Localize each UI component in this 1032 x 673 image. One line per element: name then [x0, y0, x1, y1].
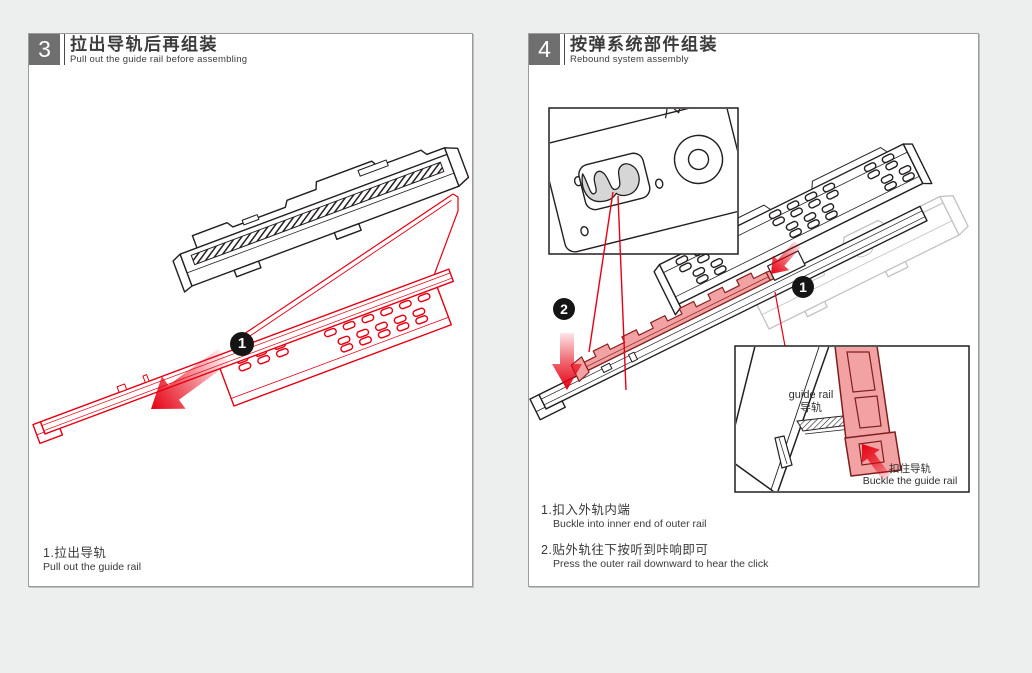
buckle-label-en: Buckle the guide rail — [862, 475, 958, 487]
detail-box-buckle-contents — [736, 347, 902, 491]
guide-rail-label-en: guide rail — [788, 389, 834, 401]
latch-hook-shape — [581, 163, 640, 203]
callout-2-badge: 2 — [553, 298, 575, 320]
note-1: 1.拉出导轨 Pull out the guide rail — [43, 546, 141, 574]
pointer-lines-hook — [588, 191, 627, 391]
buckle-label-zh: 扣住导轨 — [889, 463, 931, 475]
guide-rail-label: guide rail 导轨 — [776, 389, 846, 415]
guide-rail-label-zh: 导轨 — [800, 402, 822, 414]
note-2-zh: 2.贴外轨往下按听到咔响即可 — [541, 543, 709, 557]
note-1-zh: 1.拉出导轨 — [43, 546, 107, 560]
buckle-label: 扣住导轨 Buckle the guide rail — [847, 463, 973, 487]
step-title-zh: 按弹系统部件组装 — [570, 35, 718, 54]
pull-direction-arrow-icon — [151, 348, 230, 409]
panel4-illustration — [529, 107, 970, 493]
slide-body-drawing — [172, 147, 470, 293]
step-title-en: Rebound system assembly — [570, 54, 689, 65]
step-header: 拉出导轨后再组装 Pull out the guide rail before … — [70, 35, 247, 65]
note-1-en: Buckle into inner end of outer rail — [553, 518, 707, 530]
panel3-notes: 1.拉出导轨 Pull out the guide rail — [43, 546, 141, 574]
callout-1-badge: 1 — [792, 276, 814, 298]
rebound-strip — [570, 250, 806, 383]
leader-line-buckle — [774, 291, 786, 347]
note-1: 1.扣入外轨内端 Buckle into inner end of outer … — [541, 503, 768, 531]
step-number-badge: 4 — [529, 34, 560, 65]
header-divider — [564, 34, 565, 65]
guide-rail-closeup — [736, 347, 830, 491]
note-2-en: Press the outer rail downward to hear th… — [553, 558, 769, 570]
header-divider — [64, 34, 65, 65]
panel-step-4: 4 按弹系统部件组装 Rebound system assembly 1 2 g… — [528, 33, 979, 587]
note-1-en: Pull out the guide rail — [43, 561, 142, 573]
note-1-zh: 1.扣入外轨内端 — [541, 503, 631, 517]
callout-1-badge: 1 — [230, 332, 254, 356]
panel4-notes: 1.扣入外轨内端 Buckle into inner end of outer … — [541, 503, 768, 571]
press-down-arrow-icon — [552, 333, 582, 390]
insert-arrow-icon — [771, 241, 802, 274]
panel-step-3: 3 拉出导轨后再组装 Pull out the guide rail befor… — [28, 33, 473, 587]
buckle-arrow-icon — [862, 444, 891, 481]
guide-rail-back-edge — [240, 193, 459, 341]
detail-box-hook-contents — [550, 109, 737, 253]
step-header: 按弹系统部件组装 Rebound system assembly — [570, 35, 718, 65]
step-title-en: Pull out the guide rail before assemblin… — [70, 54, 248, 65]
panel3-illustration — [32, 147, 470, 445]
note-2: 2.贴外轨往下按听到咔响即可 Press the outer rail down… — [541, 543, 768, 571]
step-number-badge: 3 — [29, 34, 60, 65]
step-title-zh: 拉出导轨后再组装 — [70, 35, 218, 54]
